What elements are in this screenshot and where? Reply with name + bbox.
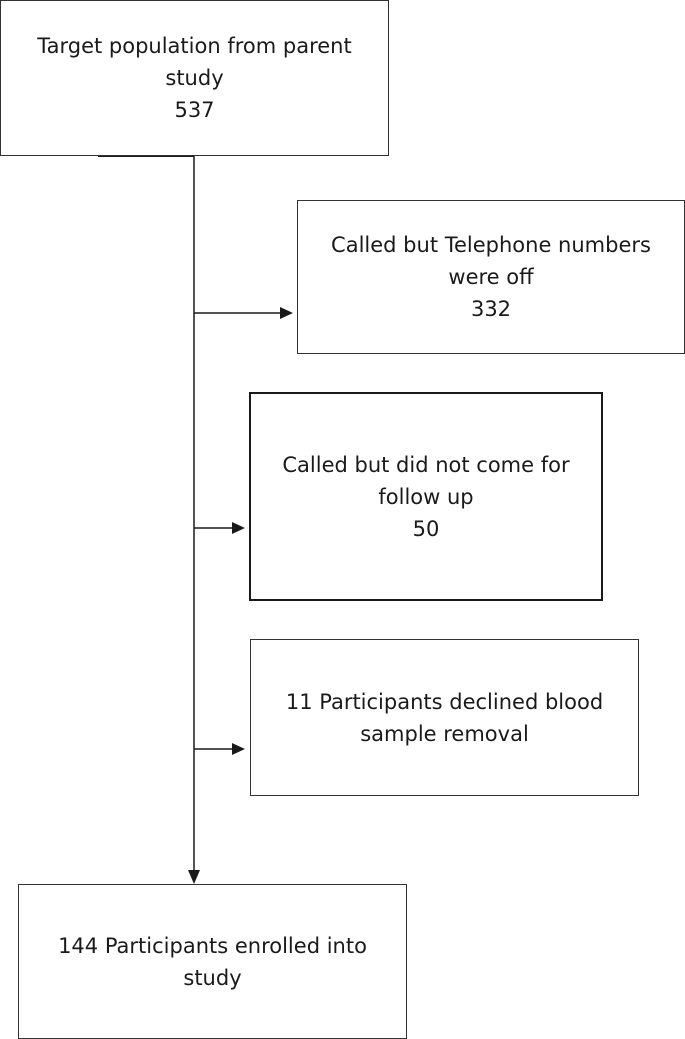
declined-blood-label: 11 Participants declined blood sample re… xyxy=(285,689,604,746)
target-population-label: Target population from parent study xyxy=(37,34,352,90)
declined-blood-box: 11 Participants declined blood sample re… xyxy=(250,639,639,796)
arrow-to-declined-blood-icon xyxy=(232,743,245,755)
no-follow-up-label: Called but did not come for follow up xyxy=(282,452,570,509)
no-follow-up-count: 50 xyxy=(412,516,440,541)
target-population-box: Target population from parent study 537 xyxy=(0,0,389,156)
phone-off-count: 332 xyxy=(470,297,512,321)
enrolled-label: 144 Participants enrolled into study xyxy=(58,933,367,990)
arrow-to-enrolled-icon xyxy=(188,870,200,884)
phone-off-box: Called but Telephone numbers were off 33… xyxy=(297,200,685,354)
arrow-to-phone-off-icon xyxy=(280,307,293,319)
phone-off-label: Called but Telephone numbers were off xyxy=(331,233,651,289)
target-population-count: 537 xyxy=(174,98,215,122)
enrolled-box: 144 Participants enrolled into study xyxy=(18,884,407,1039)
no-follow-up-box: Called but did not come for follow up 50 xyxy=(249,392,603,601)
arrow-to-no-follow-up-icon xyxy=(232,522,245,534)
